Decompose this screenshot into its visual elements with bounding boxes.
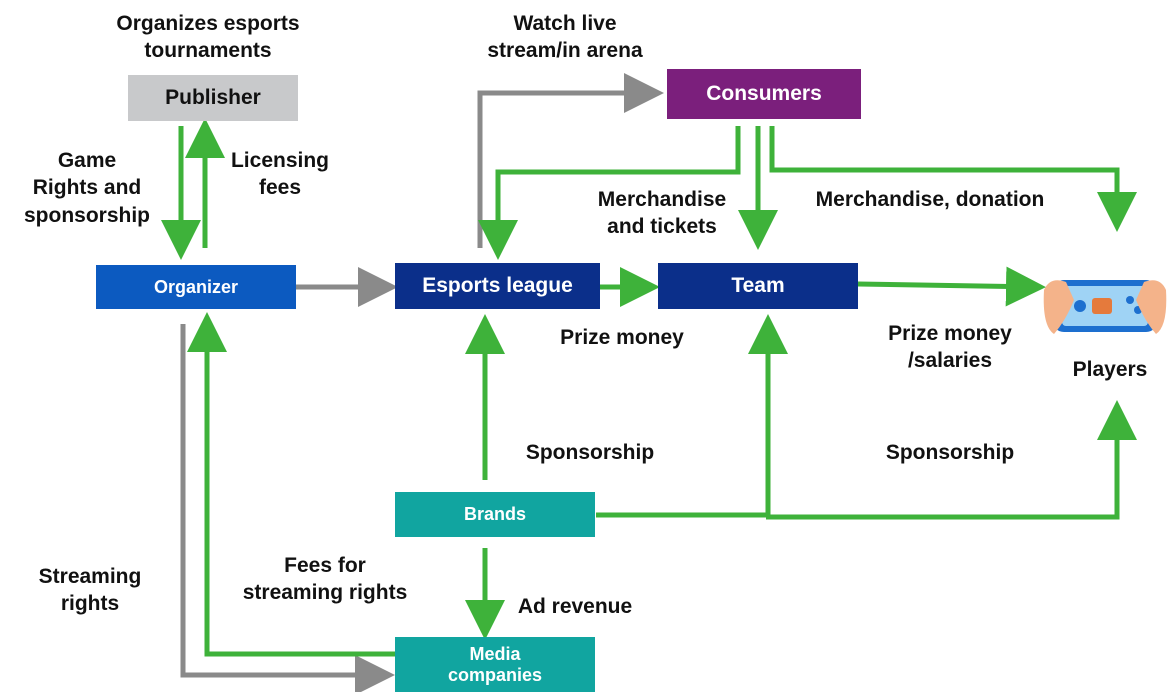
label-fees-streaming-rights: Fees for streaming rights [242,554,408,605]
arrow-league-to-consumers [477,73,664,248]
label-sponsorship-team-players: Sponsorship [885,441,1015,464]
node-players: Players [1072,358,1148,381]
game-controller-icon [1043,280,1167,334]
node-consumers: Consumers [667,69,861,119]
node-brands: Brands [395,492,595,537]
label-streaming-rights: Streaming rights [38,565,142,616]
arrow-team-to-players [857,266,1046,307]
arrow-organizer-to-media [180,324,395,692]
label-licensing-fees: Licensing fees [230,149,330,200]
label-watch-live-stream: Watch live stream/in arena [487,12,643,63]
label-merchandise-tickets: Merchandise and tickets [597,188,727,239]
label-ad-revenue: Ad revenue [517,595,633,618]
node-esports-league: Esports league [395,263,600,309]
arrow-consumers-to-league [478,126,741,260]
label-sponsorship-league: Sponsorship [525,441,655,464]
node-media-companies: Media companies [395,637,595,692]
node-organizer: Organizer [96,265,296,309]
node-team: Team [658,263,858,309]
label-prize-money: Prize money [560,326,684,349]
label-merchandise-donation: Merchandise, donation [815,188,1045,211]
arrow-media-to-organizer [187,312,395,657]
label-game-rights-sponsorship: Game Rights and sponsorship [23,149,150,227]
arrow-consumers-to-players [769,126,1137,232]
arrow-brands-to-team [596,314,788,518]
label-prize-money-salaries: Prize money /salaries [888,322,1012,373]
label-organizes-tournaments: Organizes esports tournaments [116,12,300,63]
node-publisher: Publisher [128,75,298,121]
arrow-brands-to-players [766,400,1137,520]
